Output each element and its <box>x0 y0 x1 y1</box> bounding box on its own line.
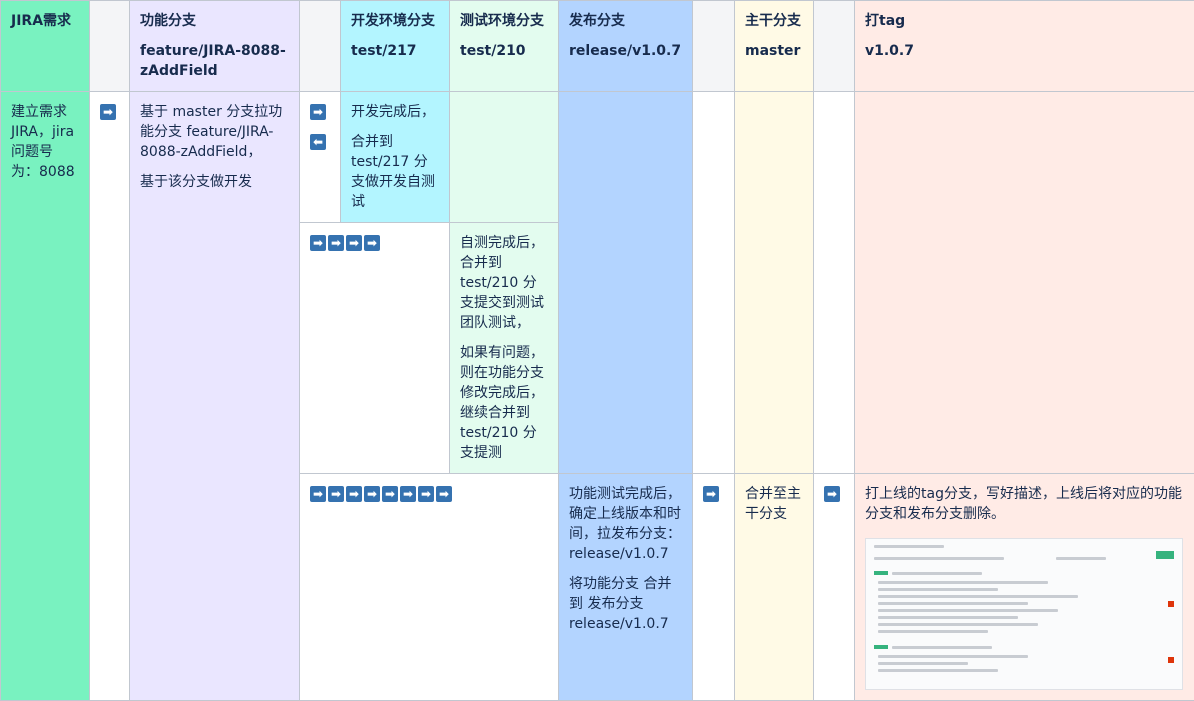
release-cell: 功能测试完成后，确定上线版本和时间，拉发布分支：release/v1.0.7 将… <box>559 474 693 701</box>
header-release-title: 发布分支 <box>569 11 682 31</box>
header-release: 发布分支 release/v1.0.7 <box>559 1 693 92</box>
header-dev-branch: test/217 <box>351 41 439 61</box>
test-cell-text-1: 自测完成后，合并到 test/210 分支提交到测试团队测试， <box>460 233 548 333</box>
header-row: JIRA需求 功能分支 feature/JIRA-8088-zAddField … <box>1 1 1194 92</box>
master-arrow-cell: ➡ <box>814 474 855 701</box>
test-arrows-cell: ➡➡➡➡ <box>300 223 450 474</box>
header-tag-title: 打tag <box>865 11 1184 31</box>
arrow-right-icon: ➡ <box>346 235 362 251</box>
arrow-right-icon: ➡ <box>418 486 434 502</box>
arrow-left-icon: ⬅ <box>310 134 326 150</box>
jira-cell-text: 建立需求 JIRA，jira 问题号为：8088 <box>11 104 75 180</box>
header-test-branch: test/210 <box>460 41 548 61</box>
arrow-right-icon: ➡ <box>824 486 840 502</box>
release-cell-text-2: 将功能分支 合并到 发布分支 release/v1.0.7 <box>569 574 682 634</box>
header-dev-title: 开发环境分支 <box>351 11 439 31</box>
spacer-cell-3 <box>693 92 735 474</box>
arrow-right-icon: ➡ <box>310 486 326 502</box>
arrow-right-icon: ➡ <box>346 486 362 502</box>
header-release-branch: release/v1.0.7 <box>569 41 682 61</box>
arrow-right-icon: ➡ <box>310 235 326 251</box>
header-test-title: 测试环境分支 <box>460 11 548 31</box>
header-master-title: 主干分支 <box>745 11 803 31</box>
header-jira: JIRA需求 <box>1 1 90 92</box>
flow-row-dev: 建立需求 JIRA，jira 问题号为：8088 ➡ 基于 master 分支拉… <box>1 92 1194 223</box>
header-spacer-2 <box>300 1 341 92</box>
arrow-right-icon: ➡ <box>100 104 116 120</box>
master-cell-text: 合并至主干分支 <box>745 486 801 522</box>
tag-cell-text: 打上线的tag分支，写好描述，上线后将对应的功能分支和发布分支删除。 <box>865 484 1184 524</box>
dev-cell-text-1: 开发完成后， <box>351 102 439 122</box>
release-arrows-cell: ➡➡➡➡➡➡➡➡ <box>300 474 559 701</box>
arrow-right-icon: ➡ <box>382 486 398 502</box>
tags-page-screenshot <box>865 538 1183 690</box>
arrow-right-icon: ➡ <box>328 486 344 502</box>
master-empty-cell <box>735 92 814 474</box>
arrow-right-icon: ➡ <box>328 235 344 251</box>
header-jira-label: JIRA需求 <box>11 13 71 29</box>
dev-arrows-cell: ➡ ⬅ <box>300 92 341 223</box>
master-cell: 合并至主干分支 <box>735 474 814 701</box>
feature-cell-text-1: 基于 master 分支拉功能分支 feature/JIRA-8088-zAdd… <box>140 102 289 162</box>
test-cell: 自测完成后，合并到 test/210 分支提交到测试团队测试， 如果有问题，则在… <box>450 223 559 474</box>
header-feature: 功能分支 feature/JIRA-8088-zAddField <box>130 1 300 92</box>
arrow-right-icon: ➡ <box>364 486 380 502</box>
header-test: 测试环境分支 test/210 <box>450 1 559 92</box>
test-cell-text-2: 如果有问题，则在功能分支修改完成后，继续合并到 test/210 分支提测 <box>460 343 548 463</box>
release-cell-text-1: 功能测试完成后，确定上线版本和时间，拉发布分支：release/v1.0.7 <box>569 484 682 564</box>
test-empty-cell <box>450 92 559 223</box>
arrow-right-icon: ➡ <box>364 235 380 251</box>
header-master: 主干分支 master <box>735 1 814 92</box>
jira-cell: 建立需求 JIRA，jira 问题号为：8088 <box>1 92 90 701</box>
arrow-right-icon: ➡ <box>400 486 416 502</box>
arrow-right-icon: ➡ <box>703 486 719 502</box>
header-spacer-4 <box>814 1 855 92</box>
header-tag-name: v1.0.7 <box>865 41 1184 61</box>
jira-arrow-cell: ➡ <box>90 92 130 701</box>
spacer-cell-4 <box>814 92 855 474</box>
release-arrow-cell: ➡ <box>693 474 735 701</box>
arrow-right-icon: ➡ <box>310 104 326 120</box>
header-dev: 开发环境分支 test/217 <box>341 1 450 92</box>
dev-cell-text-2: 合并到 test/217 分支做开发自测试 <box>351 132 439 212</box>
header-feature-title: 功能分支 <box>140 11 289 31</box>
header-spacer-3 <box>693 1 735 92</box>
feature-cell: 基于 master 分支拉功能分支 feature/JIRA-8088-zAdd… <box>130 92 300 701</box>
release-empty-cell <box>559 92 693 474</box>
header-spacer-1 <box>90 1 130 92</box>
header-tag: 打tag v1.0.7 <box>855 1 1194 92</box>
feature-cell-text-2: 基于该分支做开发 <box>140 172 289 192</box>
header-feature-branch: feature/JIRA-8088-zAddField <box>140 41 289 81</box>
arrow-right-icon: ➡ <box>436 486 452 502</box>
tag-empty-cell <box>855 92 1194 474</box>
dev-cell: 开发完成后， 合并到 test/217 分支做开发自测试 <box>341 92 450 223</box>
tag-cell: 打上线的tag分支，写好描述，上线后将对应的功能分支和发布分支删除。 <box>855 474 1194 701</box>
header-master-branch: master <box>745 41 803 61</box>
